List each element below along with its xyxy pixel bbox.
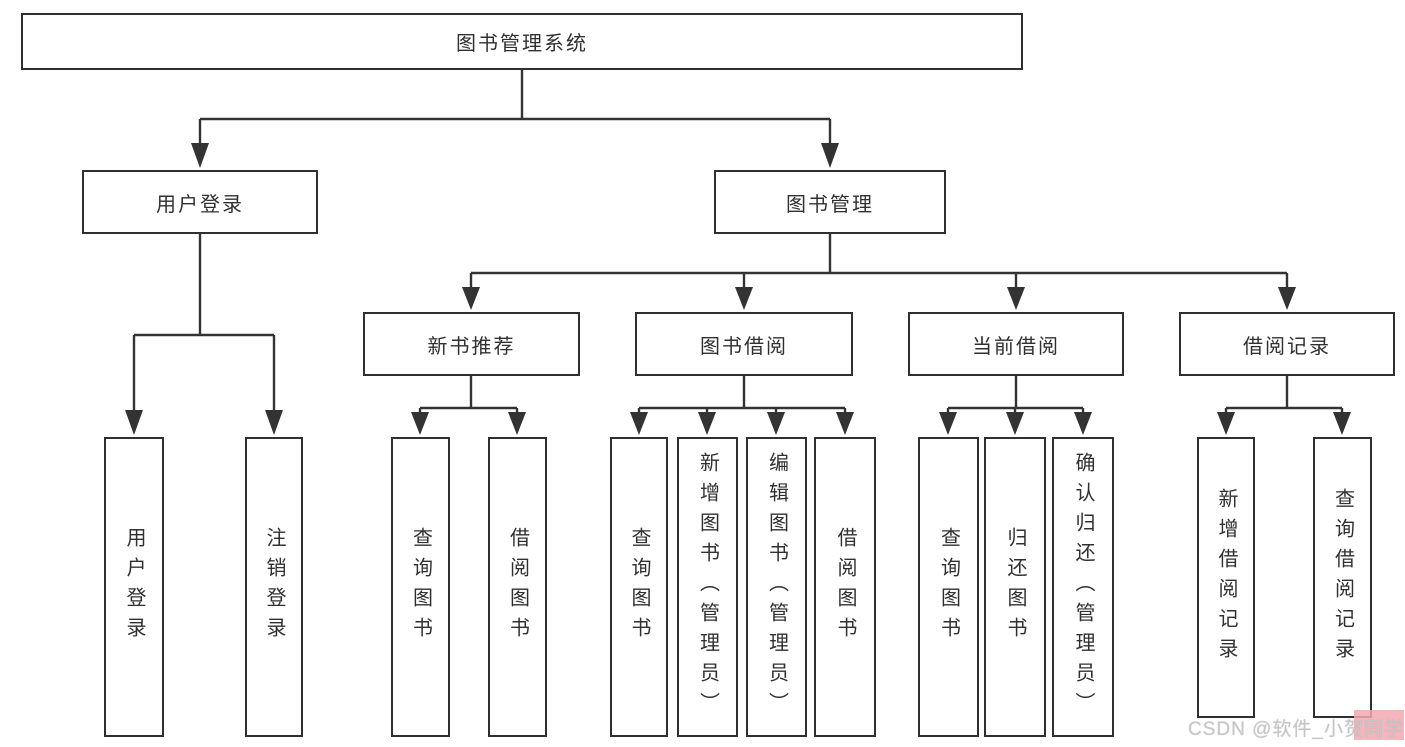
- leaf-query-borrow-record: 查询借阅记录: [1313, 437, 1372, 718]
- csdn-watermark: CSDN @软件_小贺同学: [1178, 710, 1404, 742]
- leaf-label: 归还图书: [1004, 527, 1026, 647]
- node-book-borrowing: 图书借阅: [635, 312, 853, 376]
- leaf-logout: 注销登录: [245, 437, 303, 737]
- leaf-return-books: 归还图书: [984, 437, 1046, 737]
- leaf-add-books-admin: 新增图书（管理员）: [677, 437, 738, 737]
- leaf-label: 新增图书（管理员）: [696, 452, 719, 722]
- node-library-management-system: 图书管理系统: [21, 13, 1023, 70]
- node-book-management: 图书管理: [714, 170, 946, 234]
- leaf-borrow-books: 借阅图书: [814, 437, 876, 737]
- edge-current-to-leaves: [939, 376, 1092, 435]
- leaf-label: 查询图书: [628, 527, 650, 647]
- node-new-book-recommendation: 新书推荐: [363, 312, 580, 376]
- leaf-label: 查询图书: [937, 527, 960, 647]
- leaf-label: 新增借阅记录: [1215, 487, 1237, 668]
- leaf-label: 借阅图书: [506, 527, 529, 647]
- leaf-borrow-books-recommend: 借阅图书: [488, 437, 547, 737]
- node-label: 新书推荐: [427, 335, 516, 358]
- node-label: 借阅记录: [1243, 335, 1331, 358]
- node-label: 图书管理系统: [456, 33, 588, 55]
- leaf-query-books-recommend: 查询图书: [391, 437, 450, 737]
- node-label: 用户登录: [156, 193, 244, 216]
- node-user-login: 用户登录: [82, 170, 318, 234]
- leaf-edit-books-admin: 编辑图书（管理员）: [746, 437, 807, 737]
- node-label: 图书借阅: [700, 335, 788, 358]
- edge-mgmt-to-level3: [462, 234, 1296, 310]
- node-borrowing-records: 借阅记录: [1179, 312, 1395, 376]
- leaf-query-books-borrowing: 查询图书: [610, 437, 668, 737]
- watermark-accent-block: [1354, 710, 1404, 740]
- leaf-query-books-current: 查询图书: [918, 437, 979, 737]
- edge-newbook-to-leaves: [411, 376, 526, 435]
- node-label: 图书管理: [786, 193, 874, 216]
- edge-borrow-to-leaves: [630, 376, 854, 435]
- edge-records-to-leaves: [1217, 376, 1351, 435]
- leaf-label: 查询借阅记录: [1331, 487, 1354, 668]
- node-label: 当前借阅: [972, 335, 1060, 358]
- leaf-label: 确认归还（管理员）: [1072, 452, 1094, 722]
- leaf-confirm-return-admin: 确认归还（管理员）: [1052, 437, 1114, 737]
- leaf-label: 借阅图书: [834, 527, 856, 647]
- edge-root-to-level2: [191, 70, 839, 168]
- leaf-user-login: 用户登录: [104, 437, 164, 737]
- node-current-borrowing: 当前借阅: [908, 312, 1124, 376]
- leaf-add-borrow-record: 新增借阅记录: [1197, 437, 1255, 718]
- leaf-label: 注销登录: [263, 527, 285, 647]
- leaf-label: 用户登录: [123, 527, 145, 647]
- leaf-label: 编辑图书（管理员）: [765, 452, 788, 722]
- leaf-label: 查询图书: [409, 527, 432, 647]
- watermark-text: CSDN @软件_小贺同学: [1188, 718, 1404, 740]
- edge-login-to-leaves: [125, 234, 283, 435]
